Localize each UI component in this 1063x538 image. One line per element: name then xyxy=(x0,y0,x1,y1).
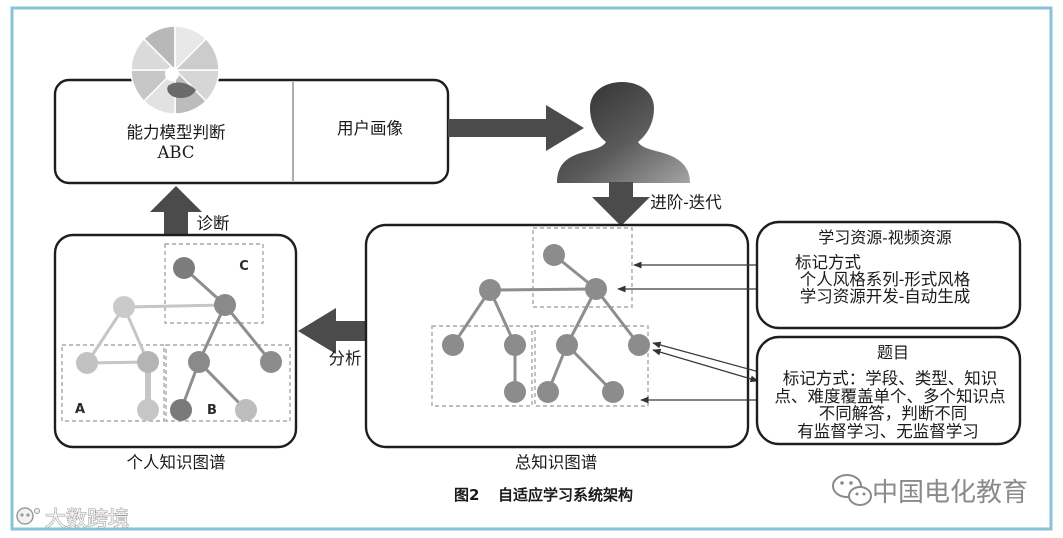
figure-title: 自适应学习系统架构 xyxy=(498,486,633,504)
question-link-arrow xyxy=(652,348,759,383)
overall-left-region-box xyxy=(431,325,533,407)
graph-node xyxy=(137,399,159,421)
diagnose-arrow xyxy=(150,186,202,236)
graph-edge xyxy=(489,287,597,292)
graph-edge xyxy=(197,360,248,412)
graph-node xyxy=(585,278,607,300)
overall-graph-frame xyxy=(364,223,750,449)
graph-node xyxy=(442,334,464,356)
watermark-left: 大数跨境 xyxy=(45,507,129,531)
iterate-label: 进阶-迭代 xyxy=(650,193,722,212)
ability-profile-box: 能力模型判断 ABC 用户画像 xyxy=(53,78,450,185)
graph-node xyxy=(504,334,526,356)
graph-node xyxy=(556,334,578,356)
user-profile-label: 用户画像 xyxy=(337,119,403,138)
overall-graph-title: 总知识图谱 xyxy=(515,453,598,472)
wechat-icon xyxy=(832,474,872,506)
learning-resource-box: 学习资源-视频资源 标记方式 个人风格系列-形式风格 学习资源开发-自动生成 xyxy=(755,220,1022,330)
graph-node xyxy=(602,381,624,403)
graph-node xyxy=(188,351,210,373)
region-c-label: C xyxy=(239,259,249,274)
analyze-label: 分析 xyxy=(329,349,362,368)
user-silhouette-icon xyxy=(557,82,690,183)
overall-top-region-box xyxy=(532,227,633,308)
graph-node xyxy=(173,257,195,279)
watermark-right: 中国电化教育 xyxy=(872,478,1028,508)
graph-node xyxy=(214,294,236,316)
question-line: 不同解答，判断不同 xyxy=(819,404,968,423)
question-line: 有监督学习、无监督学习 xyxy=(797,422,979,441)
personal-graph-title: 个人知识图谱 xyxy=(127,453,226,472)
graph-node xyxy=(479,279,501,301)
resource-box-frame xyxy=(755,220,1022,330)
question-heading: 题目 xyxy=(877,343,909,362)
analyze-arrow xyxy=(298,308,366,354)
graph-node xyxy=(137,351,159,373)
graph-node xyxy=(537,381,559,403)
question-box-frame xyxy=(755,335,1022,446)
resource-line: 标记方式 xyxy=(795,253,861,272)
ability-model-label: 能力模型判断 xyxy=(127,123,226,142)
graph-edge xyxy=(594,288,641,346)
question-line: 标记方式：学段、类型、知识 xyxy=(783,369,998,388)
resource-heading: 学习资源-视频资源 xyxy=(818,228,951,247)
graph-node xyxy=(235,399,257,421)
region-c-box xyxy=(164,243,264,324)
watermark-logo-icon xyxy=(16,507,40,525)
resource-line: 学习资源开发-自动生成 xyxy=(800,287,971,306)
ability-level-label: ABC xyxy=(157,143,195,162)
user-to-graph-arrow xyxy=(592,182,650,226)
overall-right-region-box xyxy=(534,325,649,407)
profile-to-user-arrow xyxy=(448,105,584,151)
graph-node xyxy=(504,381,526,403)
region-b-label: B xyxy=(207,403,217,418)
graph-node xyxy=(170,399,192,421)
graph-edge xyxy=(123,303,226,309)
graph-edge xyxy=(85,306,126,364)
region-a-label: A xyxy=(75,402,85,417)
question-line: 点、难度覆盖单个、多个知识点 xyxy=(775,387,1006,406)
personal-knowledge-graph: C A B xyxy=(53,233,298,449)
graph-edge xyxy=(451,289,492,346)
personal-graph-frame xyxy=(53,233,298,449)
figure-number: 图2 xyxy=(454,486,479,504)
resource-line: 个人风格系列-形式风格 xyxy=(800,270,971,289)
graph-edge xyxy=(223,304,273,363)
outer-frame xyxy=(10,6,1053,531)
graph-node xyxy=(76,352,98,374)
graph-node xyxy=(628,334,650,356)
overall-knowledge-graph xyxy=(364,223,750,449)
region-b-box xyxy=(165,344,291,422)
graph-node xyxy=(260,351,282,373)
question-box: 题目 标记方式：学段、类型、知识 点、难度覆盖单个、多个知识点 不同解答，判断不… xyxy=(755,335,1022,446)
pie-chart-icon xyxy=(130,25,220,115)
graph-node xyxy=(543,244,565,266)
diagnose-label: 诊断 xyxy=(197,214,230,233)
graph-node xyxy=(113,296,135,318)
region-a-box xyxy=(61,344,165,422)
